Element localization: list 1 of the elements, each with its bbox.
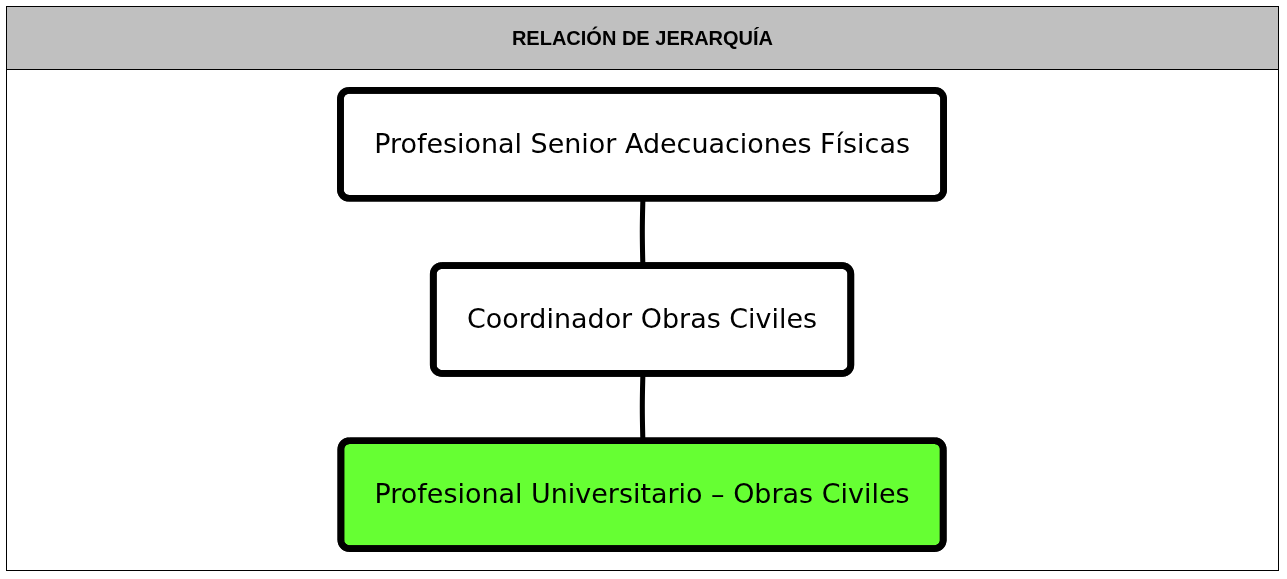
title: RELACIÓN DE JERARQUÍA [7, 7, 1278, 70]
